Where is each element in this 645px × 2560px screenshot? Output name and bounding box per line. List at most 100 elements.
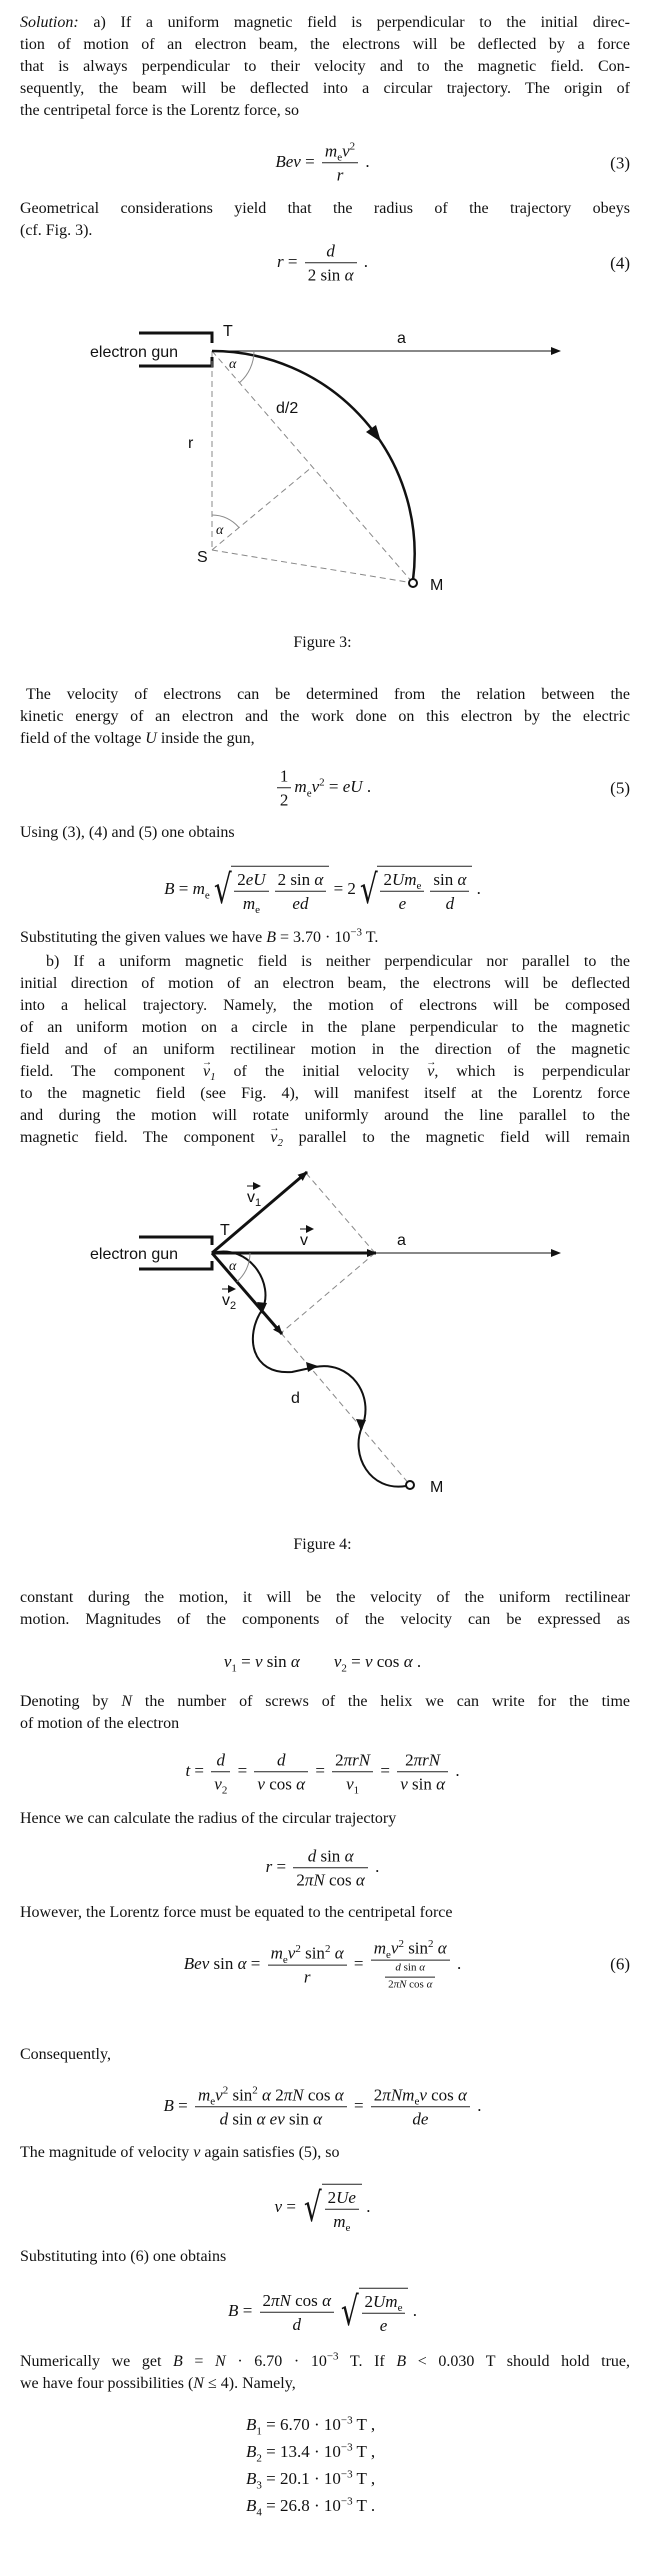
text-line: Hence we can calculate the radius of the… <box>20 1808 630 1830</box>
text-run: T , <box>352 2415 376 2434</box>
text-run: 2 <box>388 1978 394 1991</box>
fraction-numerator: mev2 <box>321 140 359 164</box>
radius-label: r <box>188 435 194 452</box>
superscript: −3 <box>326 2350 339 2363</box>
text-run: sin <box>433 869 458 889</box>
superscript: 2 <box>398 1937 404 1950</box>
text-run: = <box>300 151 319 171</box>
text-run: 2 <box>364 2291 374 2311</box>
text-run: of the initial velocity <box>215 1063 428 1080</box>
text-line: The velocity of electrons can be determi… <box>20 684 630 706</box>
text-run: . <box>370 1856 380 1876</box>
fraction-numerator: mev2 sin2 α <box>267 1942 347 1966</box>
superscript: −3 <box>340 2495 353 2508</box>
text-run: = <box>282 2196 301 2216</box>
construction-dashed-lines <box>280 1172 411 1486</box>
text-run: However, the Lorentz force must be equat… <box>20 1904 453 1921</box>
text-run: sin <box>228 2085 253 2105</box>
math-symbol: α <box>457 869 467 889</box>
figure-4-diagram: electron gun T a v1 v v2 d M α <box>90 1170 561 1496</box>
vector-letter: v <box>427 1063 435 1080</box>
math-symbol: v <box>255 1652 263 1671</box>
text-run: tion of motion of an electron beam, the … <box>20 36 630 53</box>
text-run: = <box>174 878 193 898</box>
superscript: −3 <box>340 2468 353 2481</box>
math-symbol: v <box>390 1938 399 1958</box>
math-symbol: Um <box>373 2291 398 2311</box>
math-symbol: B <box>396 2353 407 2370</box>
text-run: = 20.1 · 10 <box>261 2469 341 2488</box>
math-symbol: πN <box>283 2085 304 2105</box>
math-symbol: α <box>334 2085 344 2105</box>
math-symbol: v <box>257 1774 265 1794</box>
text-run: cos <box>290 2290 323 2310</box>
text-run: = <box>238 2300 257 2320</box>
text-run: into a helical trajectory. Namely, the m… <box>20 997 630 1014</box>
text-run: cos <box>426 2085 459 2105</box>
text-run: = <box>182 2353 216 2370</box>
fraction-denominator: de <box>371 2108 470 2130</box>
text-line: into a helical trajectory. Namely, the m… <box>20 995 630 1017</box>
result-b4: B4 = 26.8 · 10−3 T . <box>246 2495 375 2519</box>
text-run: sequently, the beam will be deflected in… <box>20 80 630 97</box>
math-symbol: d <box>395 1961 401 1974</box>
figure-3-diagram: electron gun T a d/2 r S M α α <box>90 323 561 594</box>
math-symbol: B <box>228 2300 239 2320</box>
subscript: e <box>416 880 422 893</box>
math-symbol: v <box>364 1652 373 1671</box>
math-symbol: v <box>342 141 350 161</box>
text-run: again satisfies (5), so <box>200 2144 340 2161</box>
subscript: 4 <box>256 2506 262 2519</box>
subscript: e <box>255 904 260 917</box>
text-run: = 13.4 · 10 <box>261 2442 341 2461</box>
equation-velocity-components: v1 = v sin α v2 = v cos α . <box>0 1652 645 1674</box>
velocity-paragraph: The velocity of electrons can be determi… <box>20 684 630 750</box>
text-run: field. The component <box>20 1063 203 1080</box>
text-run: ≤ 4). Namely, <box>203 2375 296 2392</box>
math-symbol: α <box>458 2085 467 2105</box>
superscript: 2 <box>252 2084 258 2097</box>
text-run: . <box>408 2300 417 2320</box>
math-symbol: α <box>437 1938 447 1958</box>
superscript: 2 <box>349 140 356 153</box>
math-symbol: v <box>274 2196 283 2216</box>
text-run: of an uniform motion on a circle in the … <box>20 1019 630 1036</box>
math-symbol: α <box>436 1774 446 1794</box>
math-symbol: r <box>336 165 344 185</box>
math-symbol: r <box>265 1856 273 1876</box>
fraction-denominator: 2 <box>277 789 292 811</box>
fraction-numerator: 2Ume <box>361 2291 406 2314</box>
text-run: Consequently, <box>20 2046 111 2063</box>
fraction-numerator: d <box>254 1749 309 1773</box>
point-m-label: M <box>430 577 443 594</box>
math-symbol: πrN <box>343 1750 371 1770</box>
fraction-numerator: 2Ume <box>380 869 425 893</box>
text-run: magnetic field. The component <box>20 1129 271 1146</box>
half-distance-label: d/2 <box>276 400 298 417</box>
text-run: . <box>359 251 368 271</box>
math-symbol: d <box>276 1750 286 1770</box>
point-t-label: T <box>223 323 233 340</box>
superscript: 2 <box>295 1942 301 1955</box>
consequently-paragraph: Consequently, <box>20 2044 630 2066</box>
text-run: the centripetal force is the Lorentz for… <box>20 102 299 119</box>
text-run: sin <box>403 1938 429 1958</box>
math-symbol: v <box>193 2144 201 2161</box>
electron-gun-label: electron gun <box>90 1246 178 1263</box>
electron-gun-icon <box>139 1235 214 1271</box>
result-a-paragraph: Substituting the given values we have B … <box>20 927 630 949</box>
text-line: motion. Magnitudes of the components of … <box>20 1609 630 1631</box>
text-run: = <box>349 1953 368 1973</box>
math-symbol: d <box>216 1750 226 1770</box>
math-symbol: v <box>419 2085 427 2105</box>
text-line: b) If a uniform magnetic field is neithe… <box>20 951 630 973</box>
text-run: and during the motion will rotate unifor… <box>20 1107 630 1124</box>
math-symbol: ed <box>292 894 309 913</box>
text-line: field and of an uniform rectilinear moti… <box>20 1039 630 1061</box>
